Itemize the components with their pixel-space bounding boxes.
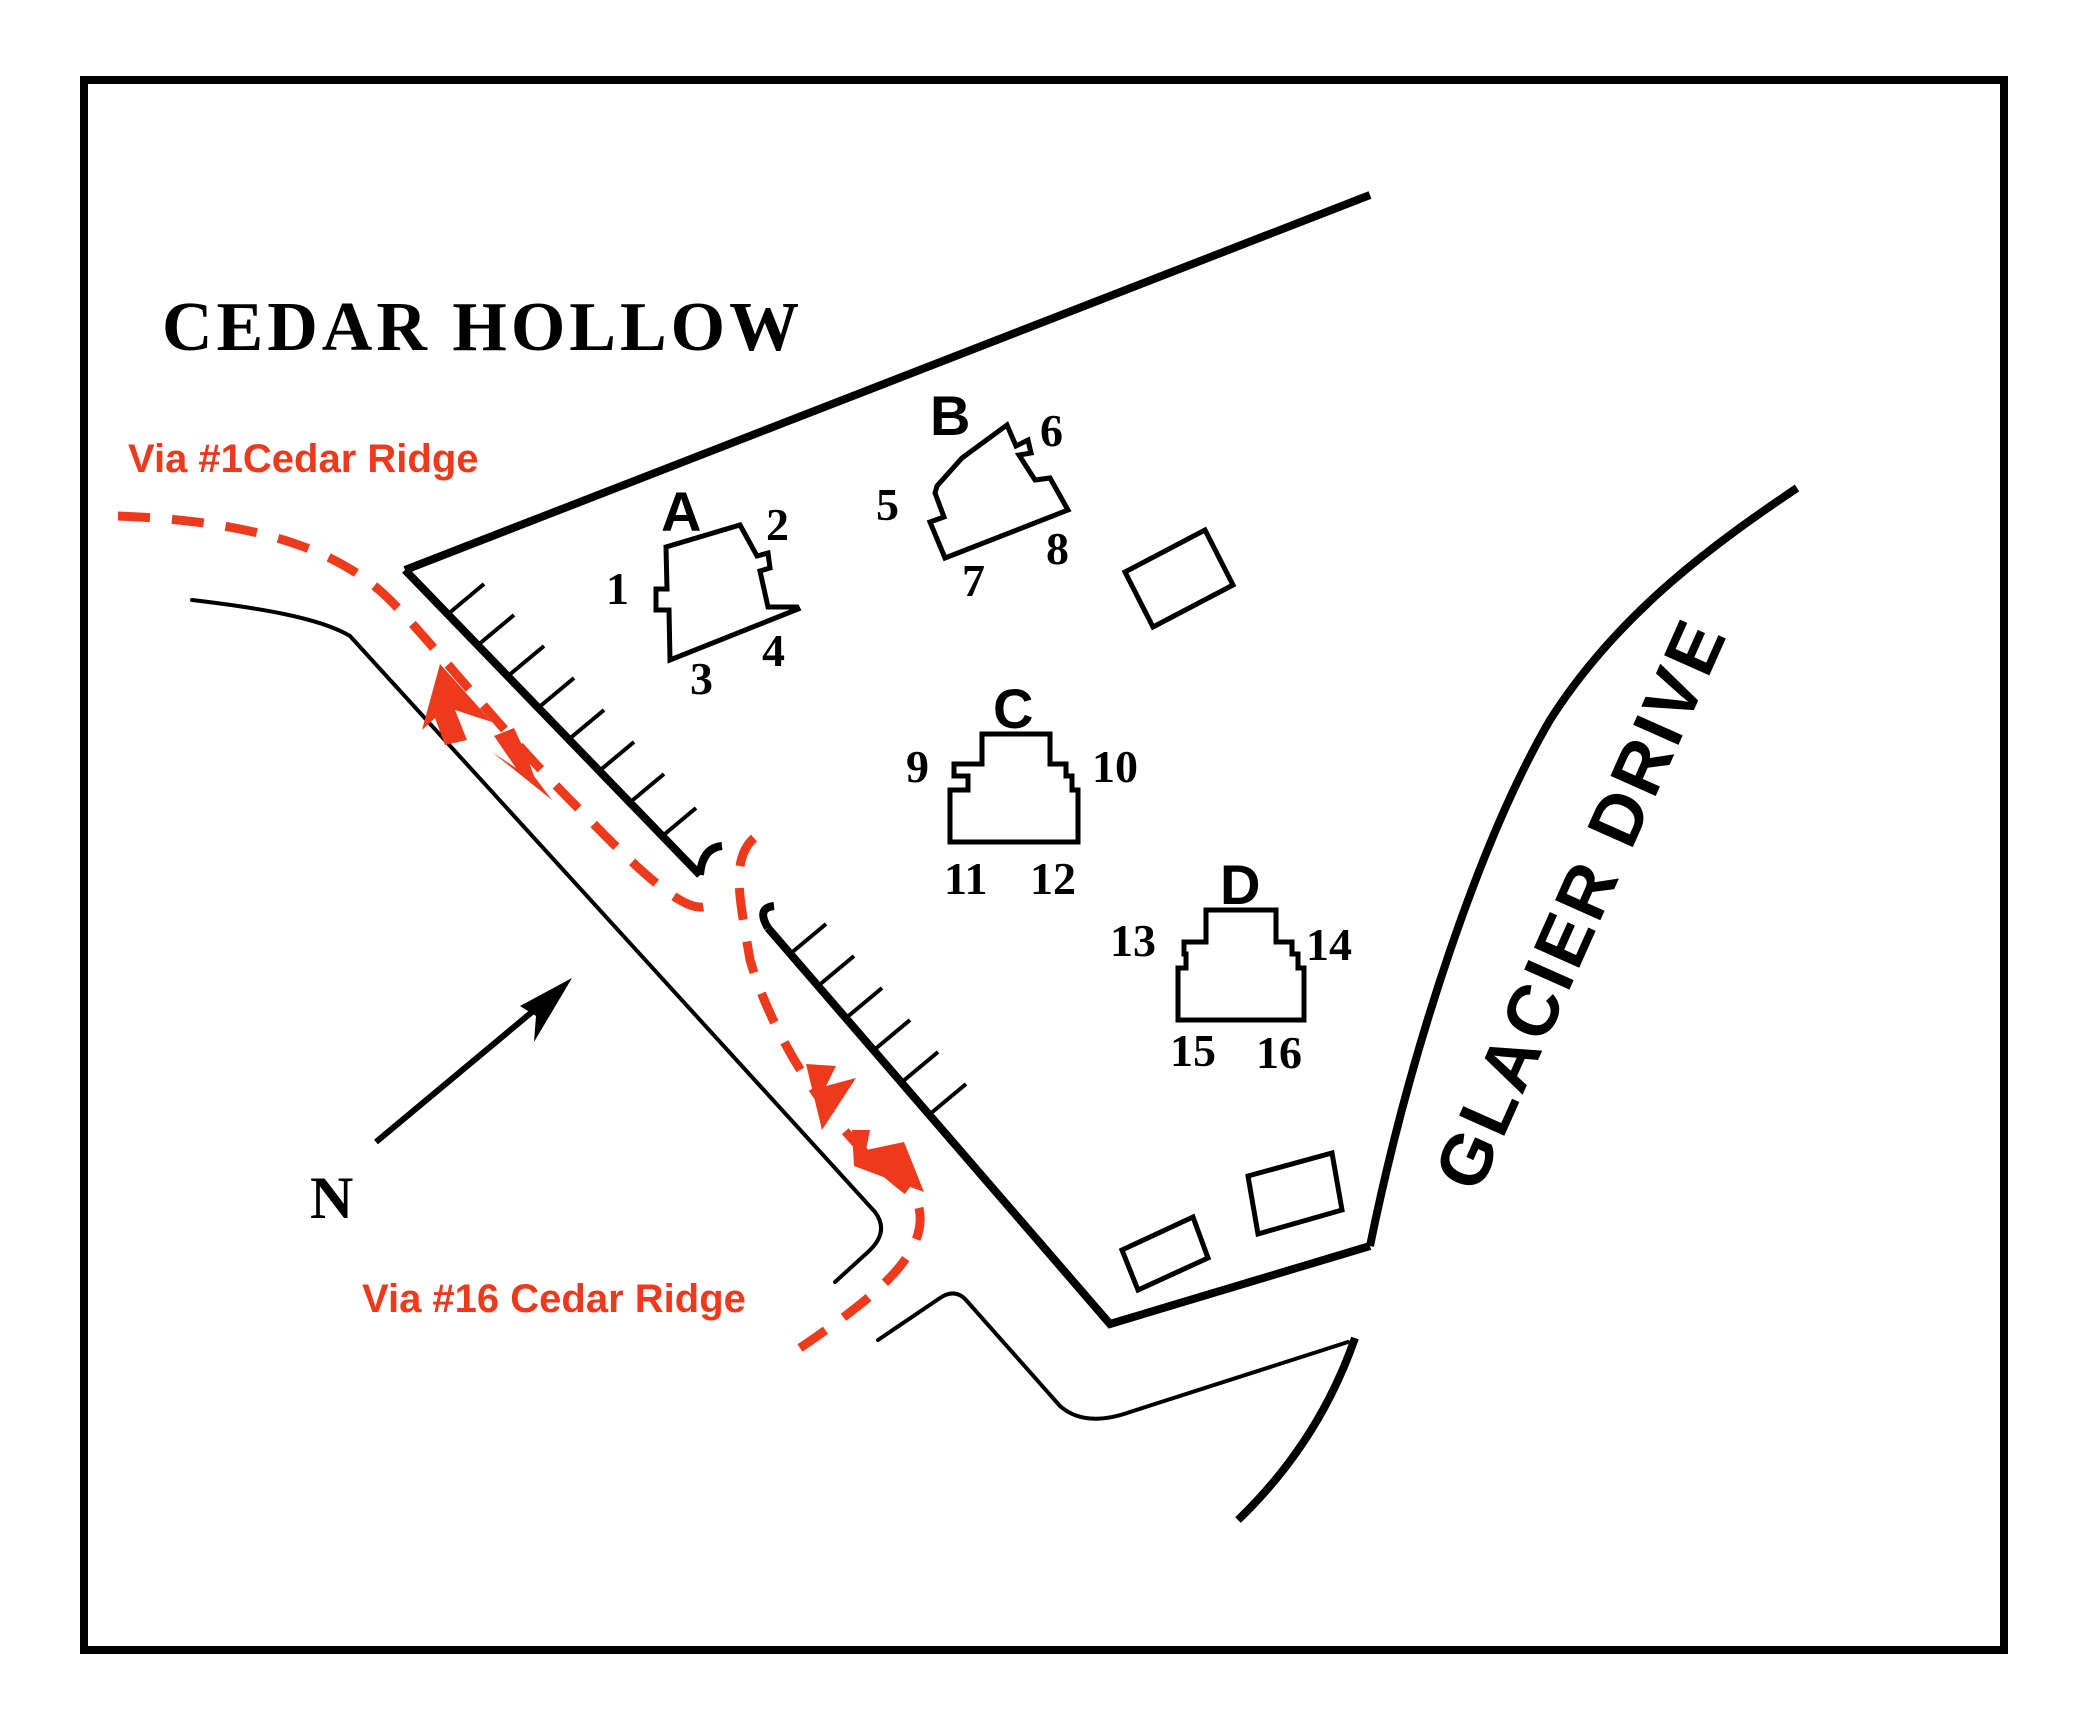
parking-stalls-upper [446, 582, 698, 840]
unit-number-10: 10 [1092, 741, 1138, 792]
building-letter-a: A [661, 480, 701, 543]
outbuildings [1118, 526, 1345, 1294]
map-title: CEDAR HOLLOW [162, 289, 803, 366]
unit-number-3: 3 [690, 653, 713, 704]
building-d: D 13 14 15 16 [1110, 853, 1352, 1078]
unit-number-11: 11 [944, 853, 987, 904]
building-letter-c: C [993, 677, 1033, 740]
route-via-16: Via #16 Cedar Ridge [362, 834, 925, 1352]
unit-number-9: 9 [906, 741, 929, 792]
route-via-1: Via #1Cedar Ridge [117, 437, 713, 912]
building-letter-b: B [930, 384, 970, 447]
route-arrow-up [422, 664, 492, 745]
unit-number-14: 14 [1306, 919, 1352, 970]
building-c: C 9 10 11 12 [906, 677, 1138, 904]
unit-number-13: 13 [1110, 915, 1156, 966]
unit-number-15: 15 [1170, 1025, 1216, 1076]
unit-number-8: 8 [1046, 523, 1069, 574]
unit-number-4: 4 [762, 625, 785, 676]
building-letter-d: D [1220, 853, 1260, 916]
unit-number-5: 5 [876, 479, 899, 530]
unit-number-1: 1 [606, 563, 629, 614]
unit-number-12: 12 [1030, 853, 1076, 904]
parking-stalls-lower [788, 922, 968, 1116]
route-label-via-1: Via #1Cedar Ridge [128, 437, 479, 481]
unit-number-7: 7 [962, 555, 985, 606]
access-road [190, 598, 1350, 1421]
route-label-via-16: Via #16 Cedar Ridge [362, 1277, 746, 1321]
unit-number-2: 2 [766, 499, 789, 550]
lot-boundary [402, 191, 1372, 1329]
route-direction-arrows [422, 664, 924, 1192]
unit-number-16: 16 [1256, 1027, 1302, 1078]
building-b: B 5 6 7 8 [876, 384, 1072, 606]
building-a: A 1 2 3 4 [606, 480, 802, 704]
north-label: N [310, 1165, 353, 1231]
map-frame [80, 76, 2008, 1654]
route-arrow-down-3 [852, 1130, 924, 1192]
unit-number-6: 6 [1040, 405, 1063, 456]
glacier-drive-road [1235, 484, 1800, 1523]
route-arrow-down-2 [806, 1064, 856, 1130]
north-arrow: N [310, 978, 572, 1231]
route-arrow-down-1 [492, 728, 552, 800]
